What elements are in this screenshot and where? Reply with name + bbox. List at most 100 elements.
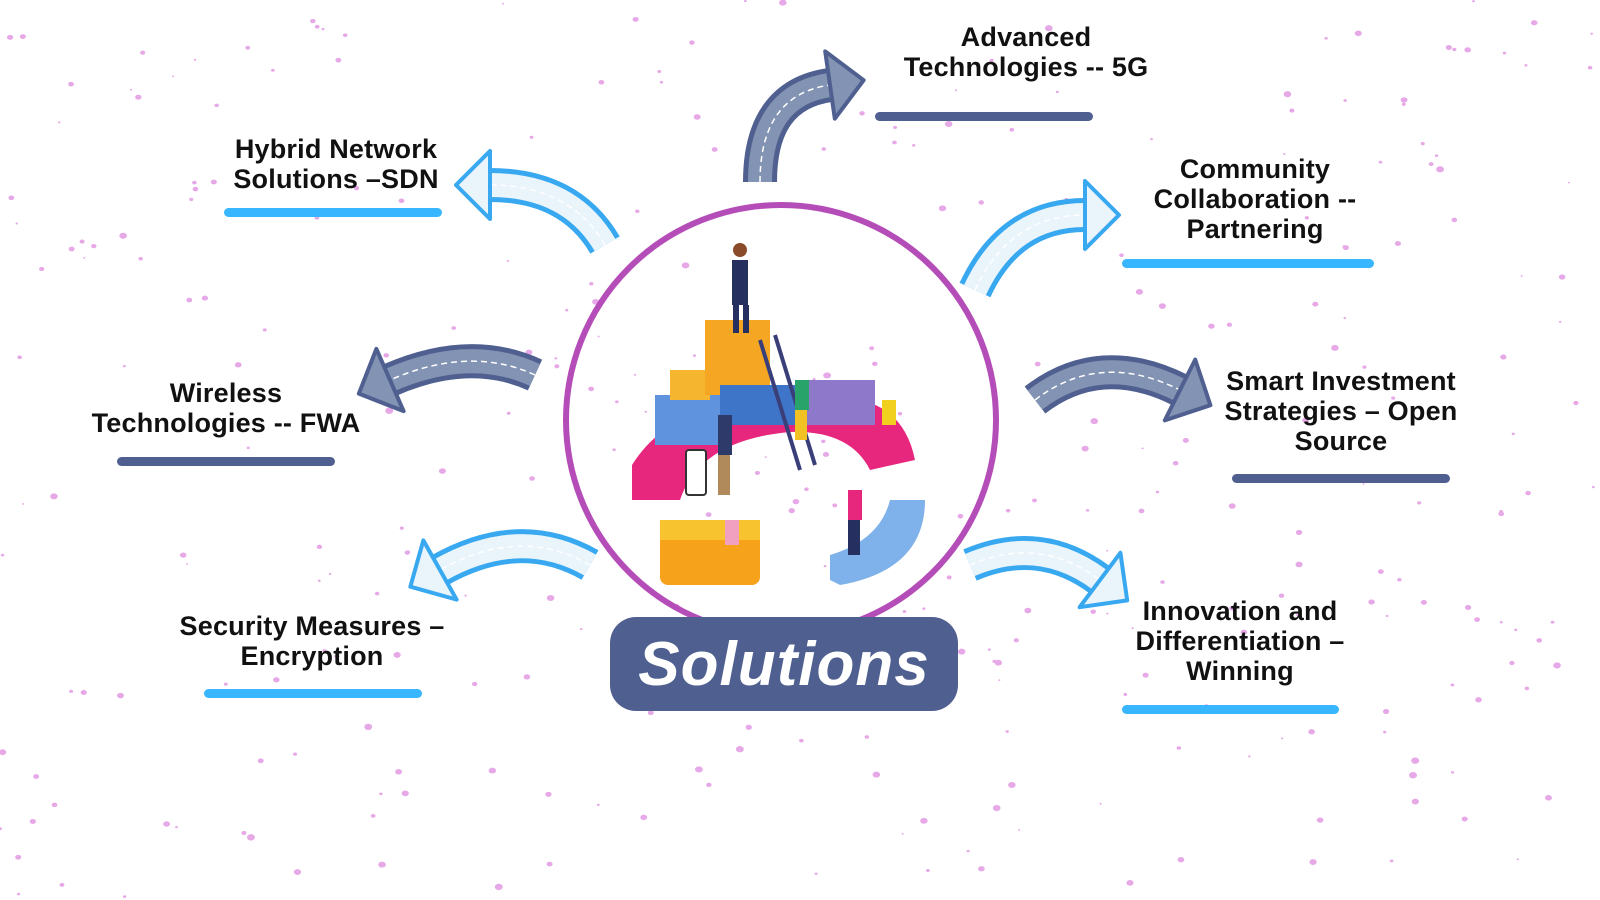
- confetti-dot: [892, 140, 897, 145]
- confetti-dot: [1400, 97, 1408, 103]
- confetti-dot: [1308, 729, 1315, 735]
- confetti-dot: [234, 362, 242, 368]
- confetti-dot: [488, 767, 497, 774]
- confetti-dot: [398, 198, 405, 204]
- confetti-dot: [1428, 162, 1434, 167]
- confetti-dot: [615, 400, 619, 404]
- solutions-title-badge: Solutions: [610, 617, 958, 711]
- confetti-dot: [506, 259, 510, 262]
- confetti-dot: [374, 591, 380, 596]
- underline-hybrid: [224, 208, 442, 217]
- confetti-dot: [1005, 508, 1011, 513]
- confetti-dot: [1283, 153, 1286, 156]
- underline-smart: [1232, 474, 1450, 483]
- confetti-dot: [612, 448, 616, 452]
- confetti-dot: [523, 674, 531, 680]
- confetti-dot: [640, 814, 648, 821]
- arrow-hybrid-icon: [454, 149, 620, 255]
- confetti-dot: [364, 723, 373, 731]
- confetti-dot: [946, 575, 952, 580]
- confetti-dot: [1530, 20, 1538, 26]
- confetti-dot: [1434, 154, 1439, 157]
- confetti-dot: [401, 790, 409, 797]
- confetti-dot: [998, 679, 1001, 681]
- confetti-dot: [91, 243, 97, 249]
- confetti-dot: [140, 50, 146, 55]
- confetti-dot: [1008, 781, 1016, 788]
- confetti-dot: [1509, 660, 1515, 666]
- confetti-dot: [1316, 817, 1324, 823]
- solutions-title: Solutions: [638, 629, 930, 699]
- confetti-dot: [647, 710, 654, 716]
- confetti-dot: [186, 297, 193, 303]
- confetti-dot: [869, 346, 875, 351]
- confetti-dot: [245, 45, 251, 50]
- confetti-dot: [122, 895, 127, 898]
- confetti-dot: [129, 88, 133, 91]
- confetti-dot: [711, 147, 718, 152]
- confetti-dot: [1450, 771, 1455, 774]
- confetti-dot: [1498, 511, 1505, 517]
- underline-security: [204, 689, 422, 698]
- confetti-dot: [1474, 617, 1481, 622]
- confetti-dot: [1550, 620, 1555, 624]
- confetti-dot: [1553, 662, 1561, 669]
- confetti-dot: [944, 121, 953, 128]
- confetti-dot: [1411, 798, 1419, 805]
- confetti-dot: [689, 40, 695, 45]
- confetti-dot: [1182, 437, 1189, 443]
- confetti-dot: [399, 526, 404, 530]
- confetti-dot: [1514, 628, 1518, 632]
- confetti-dot: [1302, 417, 1309, 423]
- confetti-dot: [68, 246, 75, 252]
- confetti-dot: [644, 410, 648, 413]
- confetti-dot: [822, 452, 830, 457]
- label-line: Security Measures –: [179, 611, 445, 641]
- label-security: Security Measures –Encryption: [180, 611, 445, 671]
- confetti-dot: [957, 648, 966, 655]
- confetti-dot: [0, 827, 2, 831]
- confetti-dot: [1018, 829, 1021, 831]
- confetti-dot: [1461, 816, 1468, 822]
- confetti-dot: [1044, 25, 1053, 32]
- confetti-dot: [1343, 316, 1347, 320]
- confetti-dot: [1248, 755, 1251, 758]
- confetti-dot: [957, 513, 964, 519]
- confetti-dot: [1331, 344, 1339, 351]
- confetti-dot: [922, 607, 926, 610]
- confetti-dot: [1587, 65, 1593, 70]
- confetti-dot: [1590, 32, 1594, 35]
- label-line: Source: [1294, 426, 1388, 456]
- confetti-dot: [1032, 498, 1037, 503]
- confetti-dot: [310, 18, 316, 24]
- confetti-dot: [1126, 880, 1134, 886]
- confetti-dot: [15, 854, 22, 860]
- confetti-dot: [1378, 160, 1383, 164]
- confetti-dot: [902, 609, 907, 613]
- confetti-dot: [529, 135, 534, 139]
- confetti-dot: [379, 792, 383, 796]
- confetti-dot: [314, 24, 320, 29]
- arrow-advanced-icon: [743, 49, 866, 183]
- confetti-dot: [579, 628, 583, 631]
- confetti-dot: [635, 209, 640, 214]
- confetti-dot: [804, 487, 809, 492]
- confetti-dot: [39, 266, 45, 272]
- confetti-dot: [859, 111, 865, 116]
- confetti-dot: [138, 256, 143, 261]
- confetti-dot: [1119, 253, 1124, 258]
- confetti-dot: [1141, 447, 1144, 450]
- confetti-dot: [1278, 593, 1285, 598]
- confetti-dot: [1142, 672, 1149, 678]
- confetti-dot: [1524, 64, 1528, 67]
- confetti-dot: [119, 232, 127, 239]
- confetti-dot: [693, 114, 701, 120]
- confetti-dot: [1377, 569, 1384, 574]
- confetti-dot: [370, 813, 376, 818]
- confetti-dot: [273, 677, 280, 683]
- underline-innovation: [1122, 705, 1339, 714]
- confetti-dot: [0, 749, 7, 756]
- confetti-dot: [1385, 614, 1389, 618]
- confetti-dot: [1090, 609, 1096, 614]
